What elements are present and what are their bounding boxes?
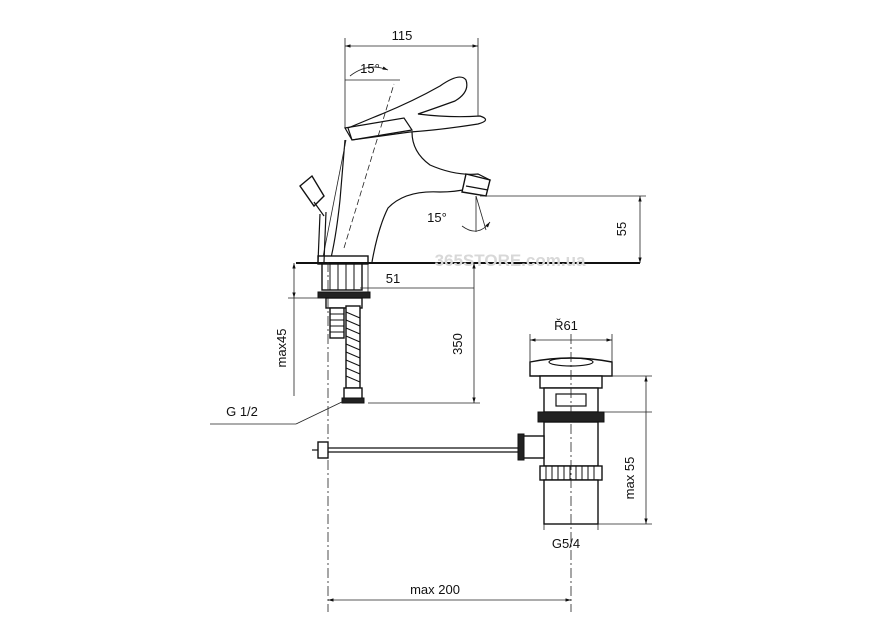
faucet-cap: [344, 117, 414, 141]
dim-drain-height: max 55: [622, 457, 637, 500]
dim-spout-height: 55: [614, 222, 629, 236]
dim-angle-spout: 15°: [427, 210, 447, 225]
dim-hose-length: 350: [450, 333, 465, 355]
lift-rod-knob: [299, 174, 327, 263]
dim-base-offset: 51: [386, 271, 400, 286]
linkage-rod: [312, 441, 518, 459]
faucet-lever: [347, 76, 487, 141]
dim-angle-lever: 15°: [360, 61, 380, 76]
dim-width-top: 115: [392, 28, 413, 43]
dimension-lines: [210, 38, 652, 612]
dim-hose-thread: G 1/2: [226, 404, 258, 419]
drain-assembly: [517, 357, 613, 525]
mounting-assembly: [317, 263, 371, 404]
dim-max-thickness: max45: [274, 328, 289, 367]
dim-rod-length: max 200: [410, 582, 460, 597]
dim-drain-thread: G5/4: [552, 536, 580, 551]
faucet-body-right: [371, 131, 492, 263]
watermark: 365STORE.com.ua: [435, 251, 586, 270]
faucet-body: [296, 76, 640, 265]
dim-drain-cap: Ř61: [554, 318, 578, 333]
